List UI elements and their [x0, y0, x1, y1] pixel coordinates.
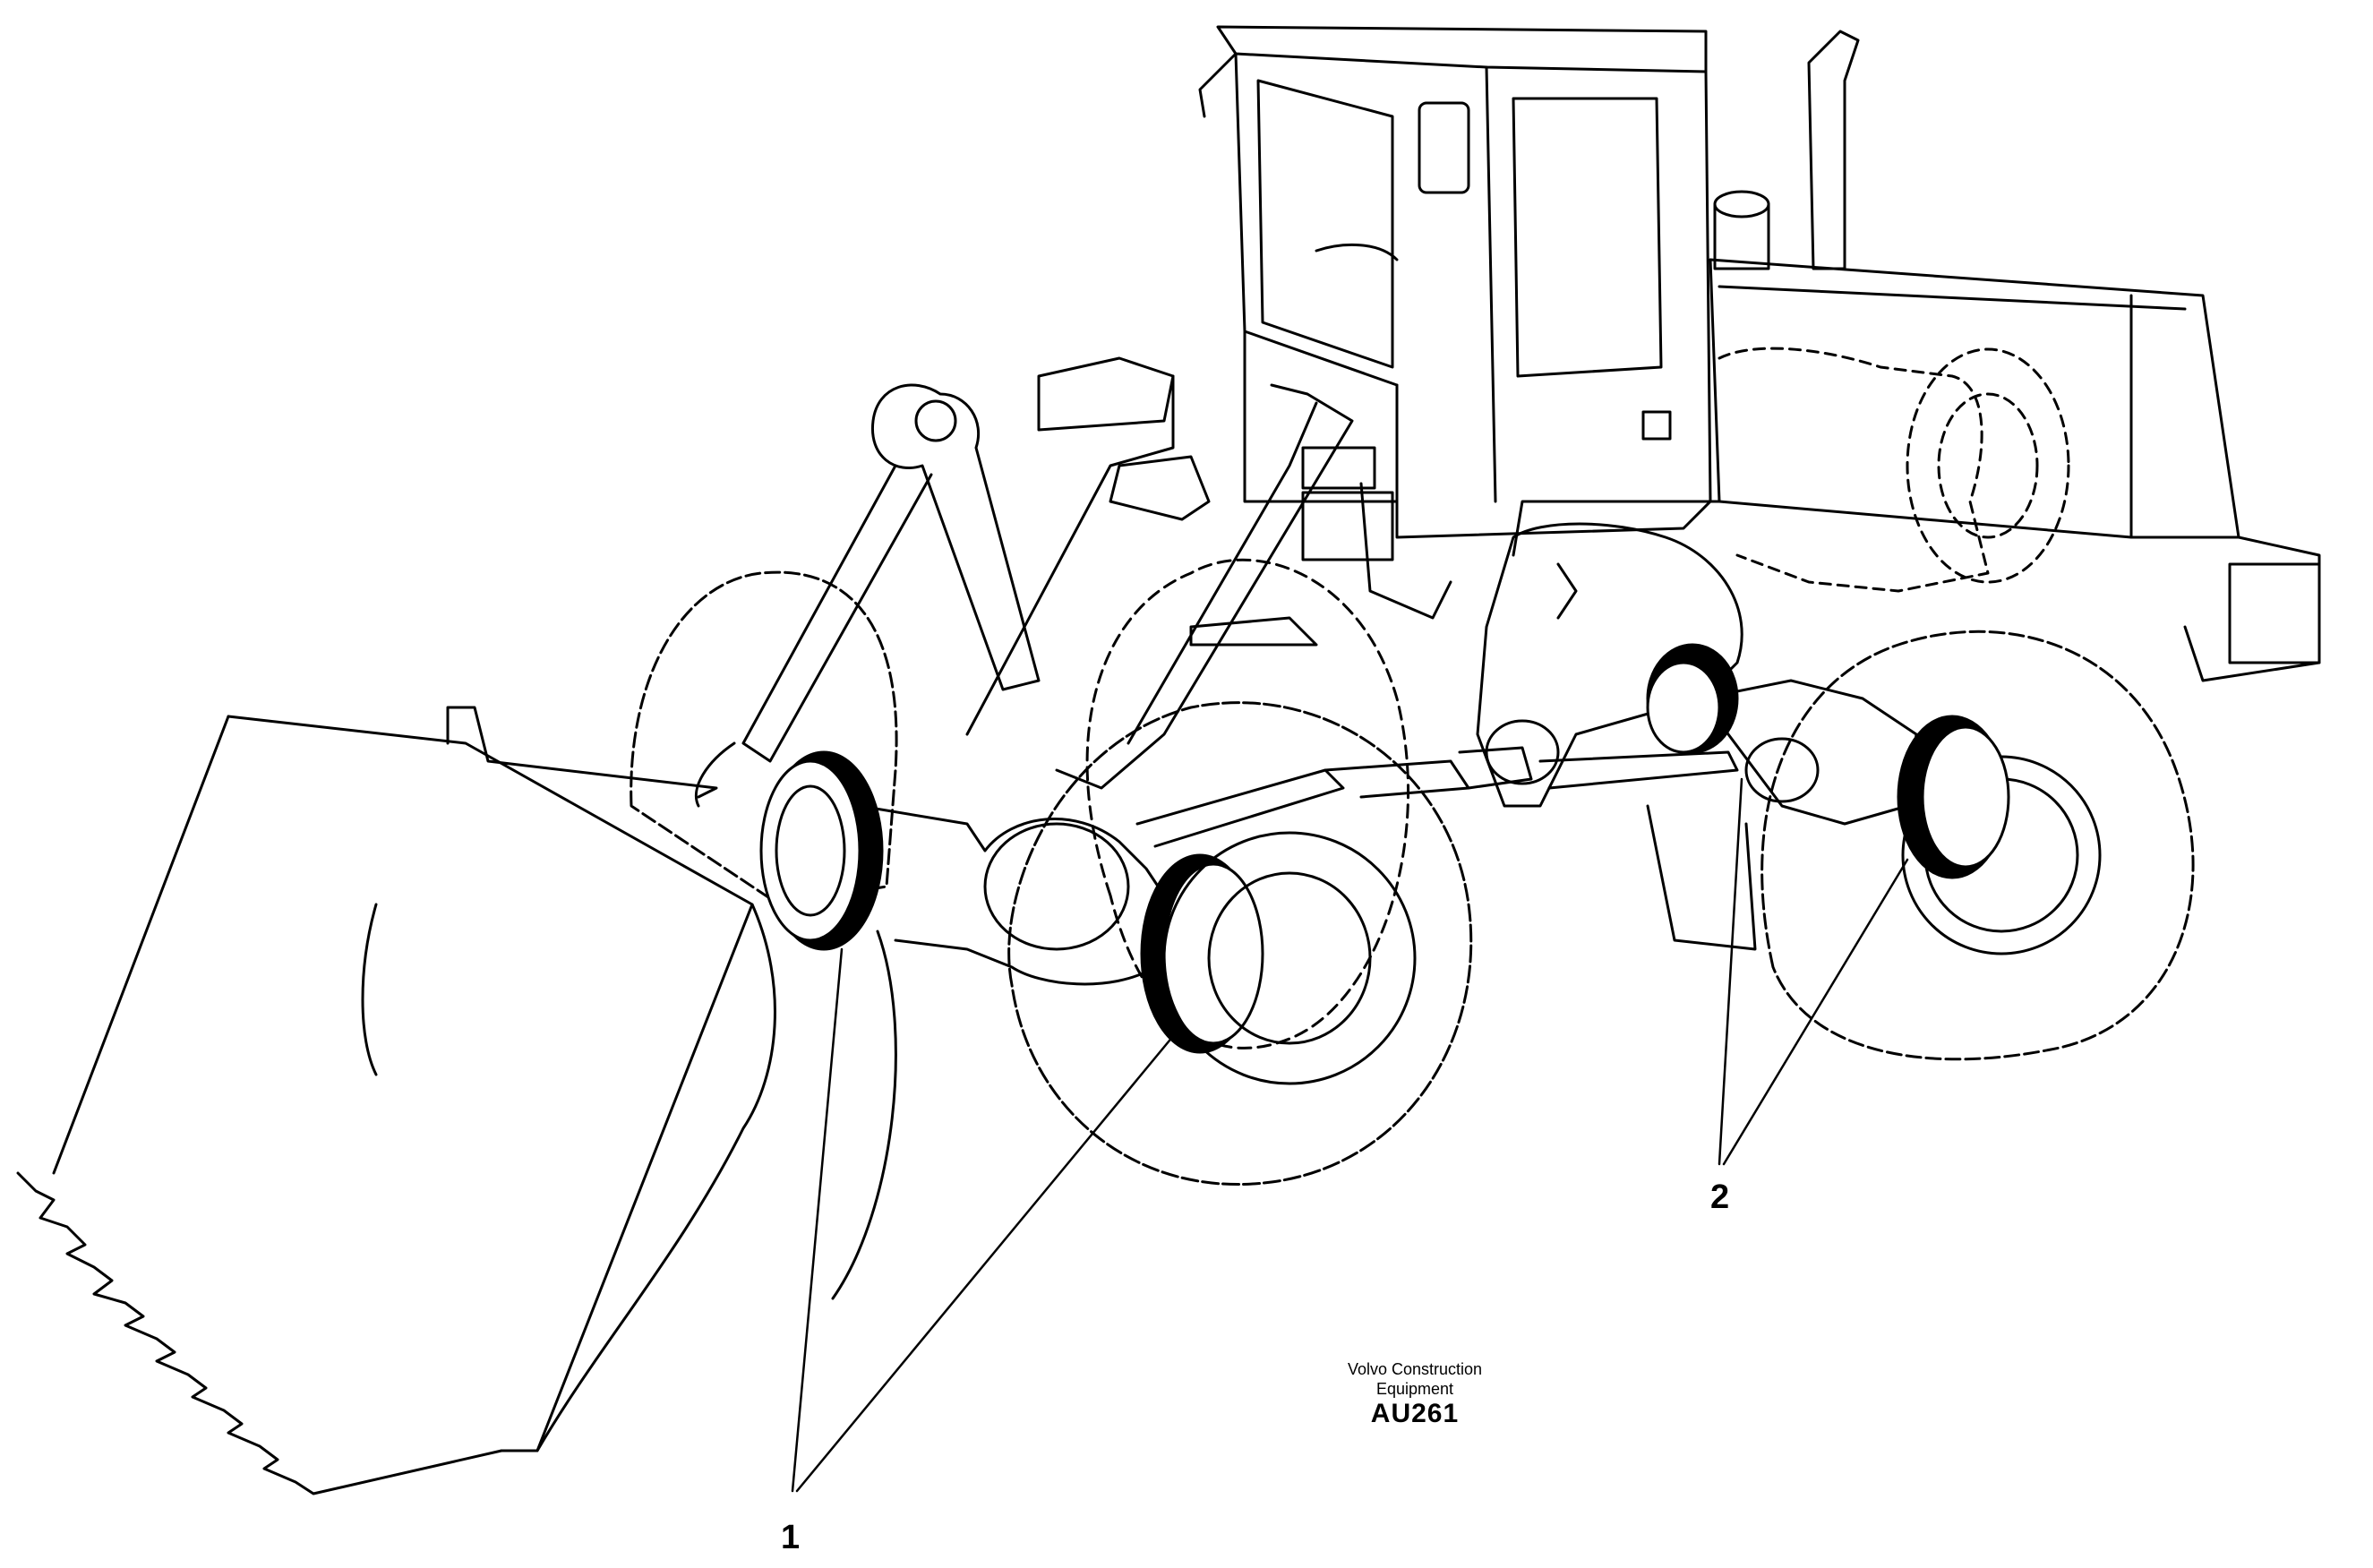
figure-code: AU261: [1370, 1399, 1460, 1428]
front-axle: [858, 804, 1166, 986]
credit-line-1: Volvo Construction: [1347, 1360, 1483, 1378]
front-left-hub-seal: [759, 750, 884, 951]
rear-left-wheel: [1085, 558, 1409, 1050]
front-left-wheel: [630, 570, 898, 906]
exhaust-stack: [1807, 30, 1860, 270]
rear-left-hub-seal: [1646, 643, 1739, 754]
figure-credit: Volvo Construction Equipment AU261: [1272, 1359, 1558, 1429]
bucket: [16, 706, 897, 1495]
bucket-teeth: [16, 1171, 503, 1495]
callout-2: 2: [1710, 1178, 1730, 1216]
front-right-wheel: [1007, 701, 1473, 1187]
engine: [1718, 347, 2070, 593]
leader-lines-1: [791, 947, 1184, 1493]
lift-arm-linkage: [694, 356, 1452, 808]
operator-cab: [1198, 25, 1712, 539]
leader-lines-2: [1718, 777, 1909, 1166]
rear-right-hub-seal: [1897, 715, 2010, 879]
drive-shaft: [1135, 746, 1739, 848]
callout-1: 1: [781, 1519, 801, 1556]
credit-line-2: Equipment: [1375, 1380, 1454, 1398]
rear-frame: [1512, 258, 2321, 682]
front-right-hub-seal: [1140, 853, 1264, 1054]
air-intake: [1713, 190, 1770, 270]
